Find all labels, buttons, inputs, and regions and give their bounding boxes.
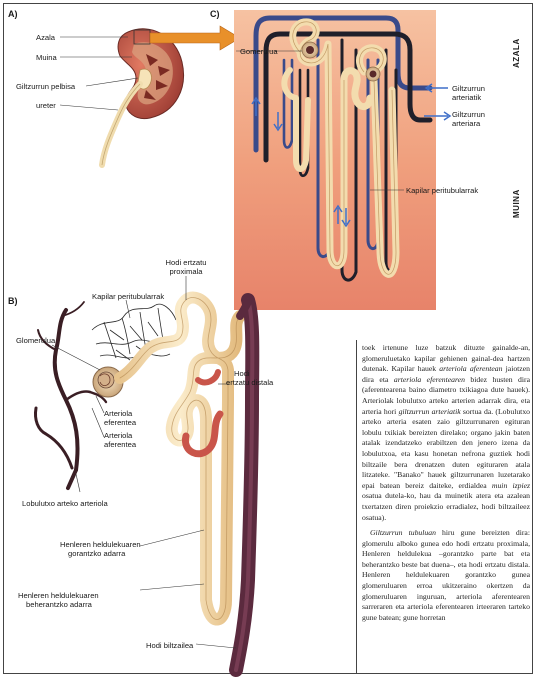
collecting-duct — [229, 293, 260, 677]
paragraph-1: toek irtenune luze batzuk dituzte gainal… — [362, 343, 530, 522]
label-gomerulua: Gomerulua — [240, 47, 278, 56]
label-kapilar-b: Kapilar peritubularrak — [92, 292, 165, 301]
label-distala-1: Hodi — [234, 369, 250, 378]
panel-c-glomeruli — [301, 41, 381, 82]
label-distala-2: ertzatu distala — [226, 378, 274, 387]
label-azala: Azala — [36, 33, 55, 42]
label-arteriatik-1: Giltzurrun — [452, 84, 485, 93]
label-arteriatik-2: arteriatik — [452, 93, 482, 102]
label-lobulutxo: Lobulutxo arteko arteriola — [22, 499, 108, 508]
label-pelbisa: Giltzurrun pelbisa — [16, 82, 76, 91]
label-eferentea-1: Arteriola — [104, 409, 133, 418]
zoom-arrow — [149, 25, 241, 51]
nephron-tubule — [114, 291, 246, 626]
lobular-artery — [34, 301, 108, 490]
label-muina: Muina — [36, 53, 57, 62]
label-kapilar-c: Kapilar peritubularrak — [406, 186, 479, 195]
panel-c-tubule-outlines — [292, 21, 397, 275]
zone-label-medulla: MUINA — [512, 189, 521, 218]
label-gorantzko-2: gorantzko adarra — [68, 549, 126, 558]
figure-frame — [3, 3, 533, 674]
panel-a-leader-lines — [59, 36, 139, 111]
zone-label-cortex: AZALA — [512, 38, 521, 68]
label-aferentea-1: Arteriola — [104, 431, 133, 440]
panel-c-leader-lines — [236, 50, 404, 191]
label-beherantzko-1: Henleren heldulekuaren — [18, 591, 99, 600]
flow-arrows — [251, 83, 452, 228]
label-proximala-1: Hodi ertzatu — [165, 258, 207, 267]
label-aferentea-2: aferentea — [104, 440, 137, 449]
label-ureter: ureter — [36, 101, 56, 110]
distal-tubule-red — [181, 369, 224, 458]
paragraph-2: Giltzurrun tubuluan hiru gune bereizten … — [362, 528, 530, 622]
label-gorantzko-1: Henleren heldulekuaren — [60, 540, 141, 549]
body-text: toek irtenune luze batzuk dituzte gainal… — [362, 343, 530, 673]
label-biltzailea: Hodi biltzailea — [146, 641, 194, 650]
label-arteriara-2: arteriara — [452, 119, 481, 128]
label-arteriara-1: Giltzurrun — [452, 110, 485, 119]
panel-b-leader-lines — [51, 276, 237, 649]
panel-label-b: B) — [8, 296, 18, 306]
label-eferentea-2: eferentea — [104, 418, 137, 427]
label-glomerulua: Glomerulua — [16, 336, 56, 345]
capillary-network — [91, 303, 177, 361]
panel-label-a: A) — [8, 9, 18, 19]
kidney-cross-section — [99, 28, 184, 168]
panel-label-c: C) — [210, 9, 220, 19]
label-proximala-2: proximala — [169, 267, 203, 276]
column-divider — [356, 340, 357, 674]
label-beherantzko-2: beherantzko adarra — [26, 600, 92, 609]
